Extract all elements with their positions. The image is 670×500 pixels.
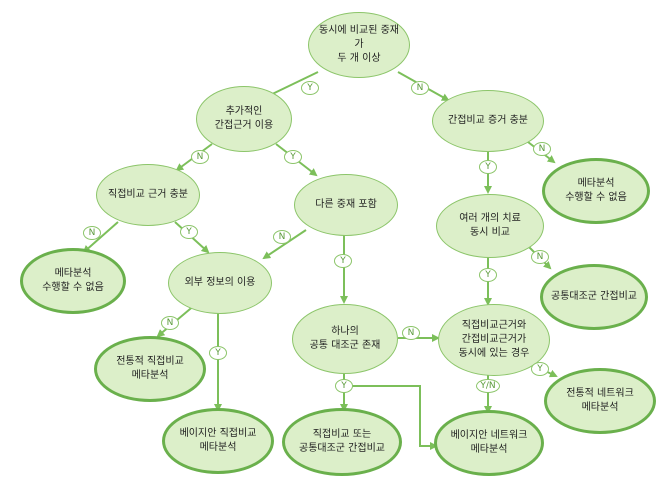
node-common-comparator: 하나의 공통 대조군 존재 bbox=[292, 304, 398, 374]
label-multi-indirect: N bbox=[411, 81, 429, 95]
label-direct-external: Y bbox=[180, 225, 198, 239]
node-traditional-direct-meta: 전통적 직접비교 메타분석 bbox=[94, 336, 206, 402]
edge-direct-nometa bbox=[82, 221, 119, 254]
label-external-bayes: Y bbox=[209, 346, 227, 360]
label-several-commonind: N bbox=[531, 250, 549, 264]
label-common-down: Y bbox=[335, 379, 353, 393]
node-bayesian-direct-meta: 베이지안 직접비교 메타분석 bbox=[162, 408, 274, 474]
label-other-common: Y bbox=[334, 254, 352, 268]
label-multi-add: Y bbox=[301, 81, 319, 95]
label-several-both: Y bbox=[479, 268, 497, 282]
node-other-intervention: 다른 중재 포함 bbox=[294, 174, 398, 236]
label-both-tradnetwork: Y bbox=[531, 362, 549, 376]
label-external-trad: N bbox=[161, 316, 179, 330]
label-direct-nometa: N bbox=[83, 226, 101, 240]
node-direct-sufficient: 직접비교 근거 충분 bbox=[96, 164, 200, 226]
label-both-bayesnetwork: Y/N bbox=[476, 379, 500, 393]
node-traditional-network-meta: 전통적 네트워크 메타분석 bbox=[544, 368, 656, 434]
node-common-comparator-indirect: 공통대조군 간접비교 bbox=[540, 264, 648, 330]
node-indirect-sufficient: 간접비교 증거 충분 bbox=[432, 90, 544, 152]
node-meta-impossible-left: 메타분석 수행할 수 없음 bbox=[20, 248, 126, 314]
node-bayesian-network-meta: 베이지안 네트워크 메타분석 bbox=[434, 410, 544, 476]
node-additional-indirect: 추가적인 간접근거 이용 bbox=[196, 86, 292, 152]
edge-other-external bbox=[262, 229, 307, 260]
label-common-both: N bbox=[402, 326, 420, 340]
node-direct-and-indirect: 직접비교근거와 간접비교근거가 동시에 있는 경우 bbox=[438, 304, 550, 376]
node-external-info: 외부 정보의 이용 bbox=[168, 252, 272, 314]
node-meta-impossible-right: 메타분석 수행할 수 없음 bbox=[542, 158, 650, 224]
label-indirect-nometa: N bbox=[533, 142, 551, 156]
label-add-other: Y bbox=[284, 150, 302, 164]
node-multiple-interventions: 동시에 비교된 중재가 두 개 이상 bbox=[308, 12, 410, 78]
label-other-external: N bbox=[273, 230, 291, 244]
edge-common-bayesnetwork bbox=[344, 385, 438, 450]
node-direct-or-common-indirect: 직접비교 또는 공통대조군 간접비교 bbox=[282, 408, 402, 476]
label-add-direct: N bbox=[191, 150, 209, 164]
node-several-treatments: 여러 개의 치료 동시 비교 bbox=[436, 194, 544, 258]
label-indirect-several: Y bbox=[479, 160, 497, 174]
